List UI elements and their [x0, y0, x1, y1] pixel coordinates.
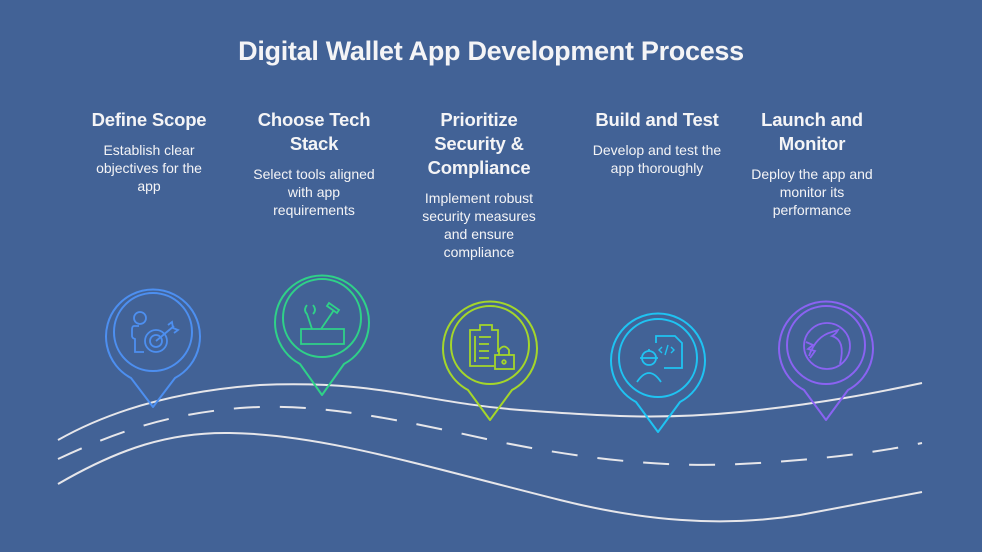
- step-build-and-test: Build and Test Develop and test the app …: [582, 108, 732, 177]
- pin-inner-ring: [282, 278, 362, 358]
- pin-prioritize-security: [442, 300, 538, 421]
- pin-outline: [105, 288, 201, 408]
- step-title: Build and Test: [595, 109, 719, 130]
- person-target-icon: [131, 311, 180, 353]
- step-prioritize-security: Prioritize Security & Compliance Impleme…: [404, 108, 554, 261]
- road-top-edge: [57, 382, 923, 441]
- road-bottom-edge: [57, 431, 923, 523]
- launch-monitor-icon: [803, 322, 851, 370]
- clipboard-lock-icon: [469, 324, 515, 370]
- pin-outline: [778, 300, 874, 421]
- step-define-scope: Define Scope Establish clear objectives …: [74, 108, 224, 195]
- page-title: Digital Wallet App Development Process: [238, 36, 744, 66]
- step-description: Establish clear objectives for the app: [96, 142, 202, 194]
- step-description: Develop and test the app thoroughly: [592, 142, 722, 176]
- step-title: Launch and Monitor: [761, 109, 863, 154]
- toolbox-icon: [300, 301, 345, 345]
- developer-code-icon: [636, 335, 683, 383]
- pin-define-scope: [105, 288, 201, 408]
- pin-outline: [610, 312, 706, 433]
- step-description: Select tools aligned with app requiremen…: [253, 166, 375, 218]
- step-description: Deploy the app and monitor its performan…: [751, 166, 873, 218]
- pin-inner-ring: [113, 292, 193, 372]
- step-launch-and-monitor: Launch and Monitor Deploy the app and mo…: [737, 108, 887, 219]
- pin-build-and-test: [610, 312, 706, 433]
- pin-outline: [274, 274, 370, 396]
- pin-choose-tech-stack: [274, 274, 370, 396]
- step-title: Choose Tech Stack: [257, 109, 371, 154]
- step-choose-tech-stack: Choose Tech Stack Select tools aligned w…: [239, 108, 389, 219]
- pin-inner-ring: [786, 305, 866, 385]
- step-description: Implement robust security measures and e…: [422, 190, 536, 260]
- pin-outline: [442, 300, 538, 421]
- step-title: Define Scope: [91, 109, 207, 130]
- step-title: Prioritize Security & Compliance: [427, 109, 531, 178]
- pin-inner-ring: [618, 318, 698, 398]
- road-center-dashes: [57, 405, 923, 466]
- pin-inner-ring: [450, 305, 530, 385]
- pin-launch-and-monitor: [778, 300, 874, 421]
- road: [57, 382, 923, 523]
